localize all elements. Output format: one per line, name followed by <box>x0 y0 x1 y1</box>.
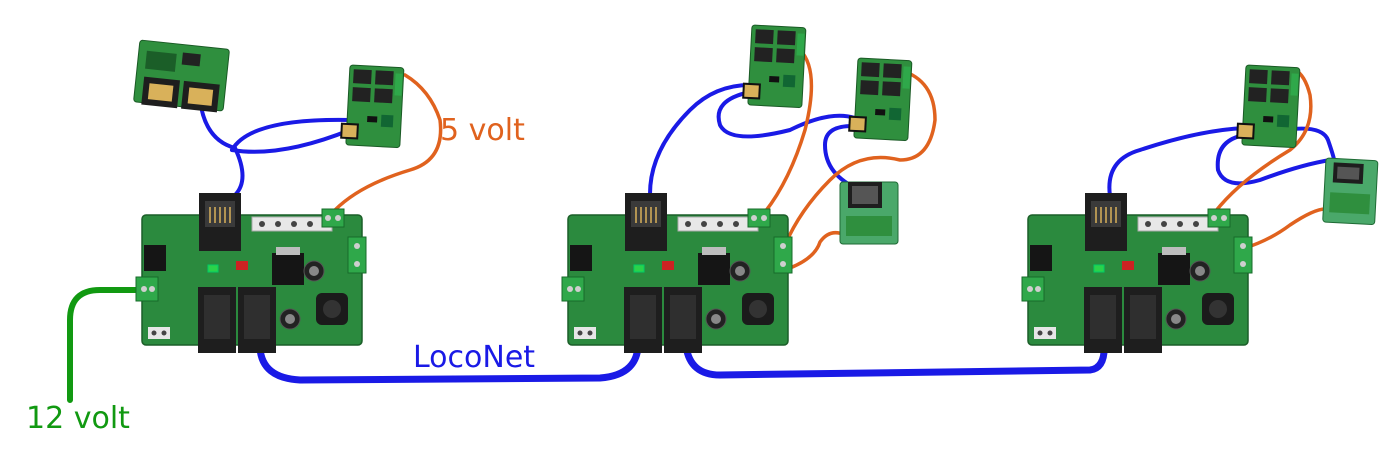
twelve-volt-label: 12 volt <box>26 401 130 436</box>
detector-module-g2 <box>839 181 899 245</box>
loconet-cable-g3-a <box>1107 126 1247 198</box>
five-volt-wire-g3-a <box>1213 68 1313 214</box>
loconet-cable-g1-c <box>230 128 352 154</box>
power-board-1 <box>135 192 367 354</box>
five-volt-wire-g3-b <box>1243 207 1332 250</box>
loconet-cable-g1-b <box>230 117 352 152</box>
loconet-cable-g2-c <box>822 123 862 192</box>
loconet-cable-g2-b <box>716 90 857 139</box>
detector-module-g3 <box>1322 157 1379 225</box>
loconet-bus-1 <box>256 336 642 384</box>
five-volt-wire-g1 <box>333 73 443 212</box>
relay-module-g2-b <box>847 57 913 142</box>
relay-module-g2-a <box>741 24 807 109</box>
power-board-2 <box>561 192 793 354</box>
loconet-interface-module <box>133 39 230 113</box>
five-volt-wire-g2-b <box>783 68 937 247</box>
power-board-3 <box>1021 192 1253 354</box>
loconet-bus-2 <box>682 338 1108 379</box>
five-volt-wire-g2-a <box>763 48 814 214</box>
twelve-volt-wire <box>67 287 165 403</box>
relay-module-g1 <box>339 64 405 149</box>
loconet-label: LocoNet <box>413 340 535 375</box>
loconet-cable-g3-b <box>1215 133 1332 186</box>
loconet-cable-g1-a <box>198 98 245 197</box>
loconet-cable-g2-a <box>648 83 752 196</box>
five-volt-wire-g2-c <box>788 230 847 270</box>
relay-module-g3 <box>1235 64 1301 149</box>
five-volt-label: 5 volt <box>440 113 525 148</box>
